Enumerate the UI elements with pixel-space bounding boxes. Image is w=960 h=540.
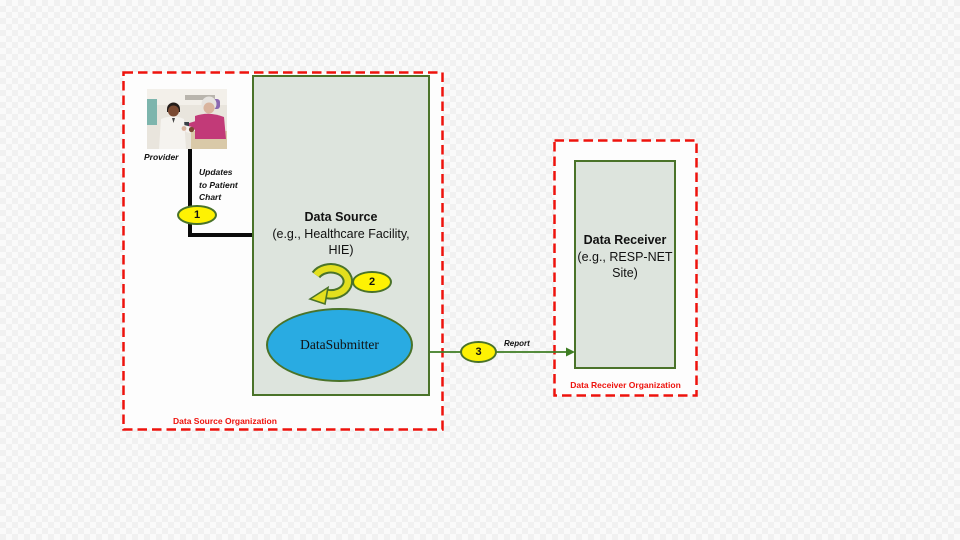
- step-1-badge: 1: [177, 205, 217, 225]
- data-source-subtitle-1: (e.g., Healthcare Facility,: [272, 226, 410, 241]
- data-receiver-box: Data Receiver (e.g., RESP-NET Site): [574, 160, 676, 369]
- step-3-number: 3: [475, 346, 482, 358]
- step-1-number: 1: [193, 209, 201, 221]
- data-submitter-ellipse: DataSubmitter: [266, 308, 413, 382]
- source-org-label: Data Source Organization: [173, 416, 277, 426]
- step-2-number: 2: [368, 276, 376, 288]
- report-arrow: [430, 347, 575, 357]
- provider-label: Provider: [144, 152, 179, 162]
- data-receiver-subtitle-1: (e.g., RESP-NET: [577, 249, 673, 264]
- updates-to-patient-chart-label: Updates to Patient Chart: [199, 166, 238, 204]
- step-2-badge: 2: [352, 271, 392, 293]
- loop-refresh-arrow-icon: [308, 263, 354, 306]
- report-label: Report: [504, 339, 530, 348]
- data-receiver-subtitle-2: Site): [612, 266, 638, 280]
- receiver-org-label: Data Receiver Organization: [570, 380, 681, 390]
- updates-line-3: Chart: [199, 192, 222, 202]
- data-source-title: Data Source: [304, 210, 378, 224]
- data-receiver-title: Data Receiver: [583, 233, 667, 247]
- provider-photo: [147, 89, 227, 149]
- step-3-badge: 3: [460, 341, 497, 363]
- provider-connector-vertical: [188, 148, 192, 237]
- updates-line-1: Updates: [199, 167, 233, 177]
- provider-connector-horizontal: [188, 233, 252, 237]
- updates-line-2: to Patient: [199, 179, 238, 190]
- data-submitter-label: DataSubmitter: [300, 337, 379, 352]
- data-source-subtitle-2: HIE): [328, 243, 354, 257]
